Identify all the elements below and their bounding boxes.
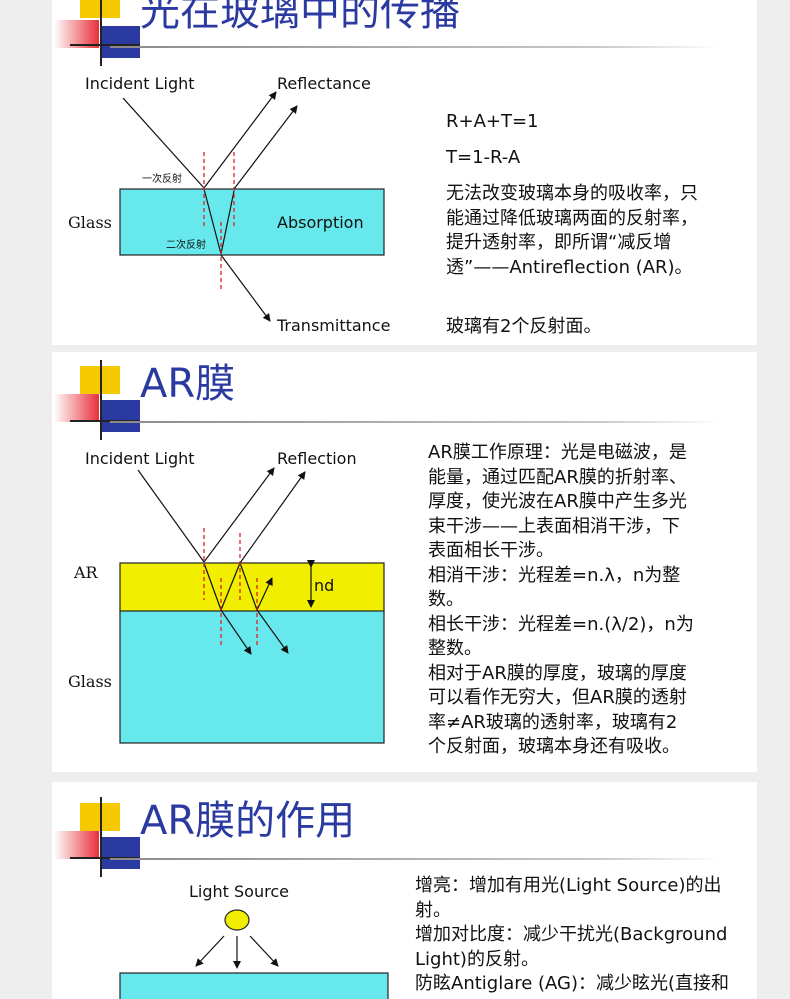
section1-note: 玻璃有2个反射面。 [446,316,602,337]
glass-label: Glass [68,213,112,232]
section1-divider [110,46,720,48]
section3-line: 射。 [415,899,451,921]
transmitted-ray-2 [256,609,289,654]
section3-panel [52,782,757,999]
reflected-ray-1 [203,91,277,189]
transmitted-ray-1 [220,609,252,655]
section2-line: 束干涉——上表面相消干涉，下 [428,515,680,537]
ar-film-diagram [119,467,385,744]
second-reflection-label: 二次反射 [166,240,206,251]
film-ray-a [203,562,222,611]
ar-label: AR [74,563,98,582]
ar-film-layer [119,562,385,612]
incident-ray [122,97,205,189]
glass-block [119,609,385,744]
refracted-ray [203,188,222,255]
section2-line: 能量，通过匹配AR膜的折射率、 [428,466,687,488]
section3-line: 防眩Antiglare (AG)：减少眩光(直接和 [415,973,730,994]
section2-line: 表面相长干涉。 [428,540,554,561]
incident-light-label: Incident Light [85,449,195,468]
reflected-ray-2 [239,471,306,564]
section2-line: 相长干涉：光程差=n.(λ/2)，n为 [428,613,694,635]
section2-line: AR膜工作原理：光是电磁波，是 [428,442,687,463]
internal-reflect-ray [220,190,235,255]
absorption-label: Absorption [277,213,364,232]
light-source-label: Light Source [189,882,289,901]
section2-line: 可以看作无穷大，但AR膜的透射 [428,687,687,708]
section3-divider [110,858,720,860]
source-ray-right [249,935,279,967]
section2-line: 相消干涉：光程差=n.λ，n为整 [428,564,681,586]
glass-diagram-1 [119,91,385,322]
section2-line: 整数。 [428,638,482,659]
section1-panel [52,0,757,345]
section3-line: 增加对比度：减少干扰光(Background [415,924,728,945]
section2-line: 相对于AR膜的厚度，玻璃的厚度 [428,662,687,684]
section3-line: Light)的反射。 [415,948,539,970]
nd-label: nd [314,576,335,595]
equation-1: R+A+T=1 [446,111,539,132]
section2-line: 数。 [428,589,464,610]
first-reflection-label: 一次反射 [142,174,182,185]
section3-title: AR膜的作用 [140,798,356,844]
transmittance-label: Transmittance [277,316,391,335]
film-ray-c [239,562,258,611]
section2-divider [110,421,720,423]
light-source-bulb [224,909,250,931]
glass-label: Glass [68,672,112,691]
reflected-ray-1 [203,467,275,563]
glass-block [119,972,389,999]
section2-title: AR膜 [140,361,236,407]
transmitted-ray [220,254,271,322]
incident-ray [137,469,205,563]
reflected-ray-2 [233,105,298,190]
film-ray-b [220,562,241,611]
reflectance-label: Reflectance [277,74,371,93]
section2-line: 厚度，使光波在AR膜中产生多光 [428,491,687,512]
equation-2: T=1-R-A [446,147,521,168]
incident-light-label: Incident Light [85,74,195,93]
section2-line: 率≠AR玻璃的透射率，玻璃有2 [428,711,678,733]
section3-line: 增亮：增加有用光(Light Source)的出 [415,875,722,896]
section1-title: 光在玻璃中的传播 [140,0,460,35]
section2-line: 个反射面，玻璃本身还有吸收。 [428,736,680,757]
reflection-label: Reflection [277,449,357,468]
section1-paragraph: 无法改变玻璃本身的吸收率，只能通过降低玻璃两面的反射率，提升透射率，即所谓“减反… [446,183,698,278]
glass-block [119,188,385,256]
film-ray-d [256,577,273,611]
source-ray-left [195,935,225,967]
